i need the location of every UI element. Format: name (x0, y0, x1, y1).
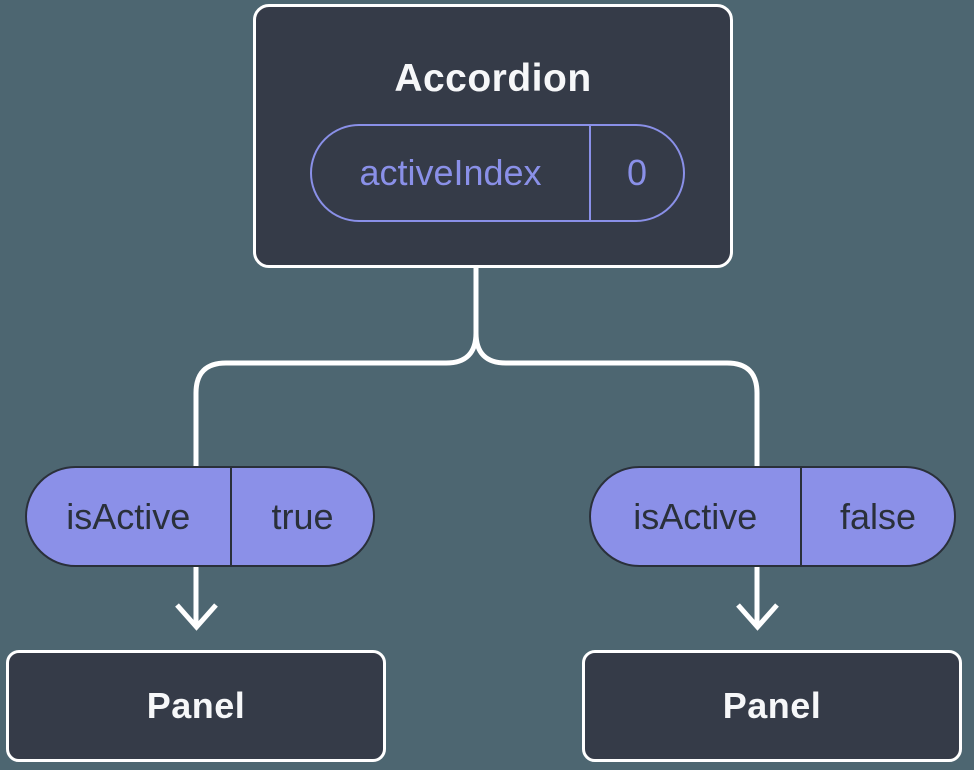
arrowhead-left-icon (175, 603, 218, 631)
prop-value-activeindex: 0 (626, 152, 648, 193)
left-panel-title: Panel (146, 685, 246, 726)
connector-right-branch (473, 260, 760, 624)
left-panel-node: Panel (6, 650, 386, 762)
pill-divider (229, 468, 232, 565)
connector-left-branch (193, 260, 479, 624)
left-panel-prop-pill: isActive true (25, 466, 375, 567)
pill-divider (589, 126, 591, 220)
accordion-prop-pill: activeIndex 0 (310, 124, 685, 222)
accordion-node: Accordion activeIndex 0 (253, 4, 733, 268)
right-panel-prop-pill: isActive false (589, 466, 956, 567)
pill-divider (799, 468, 802, 565)
right-panel-title: Panel (722, 685, 822, 726)
prop-value-isactive-left: true (271, 495, 334, 537)
prop-name-isactive-left: isActive (66, 495, 191, 537)
arrowhead-right-icon (736, 603, 779, 631)
prop-name-isactive-right: isActive (633, 495, 758, 537)
accordion-node-title: Accordion (394, 57, 592, 100)
prop-name-activeindex: activeIndex (359, 152, 542, 193)
prop-value-isactive-right: false (839, 495, 917, 537)
right-panel-node: Panel (582, 650, 962, 762)
